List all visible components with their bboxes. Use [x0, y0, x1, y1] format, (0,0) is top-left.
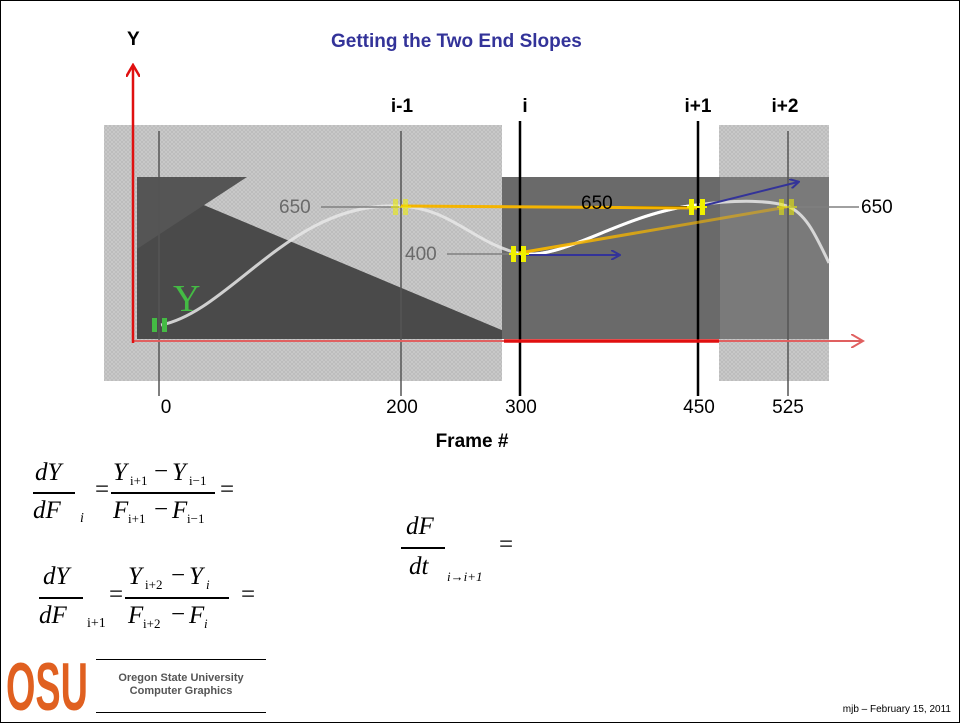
key-marker-525	[777, 199, 797, 215]
eq2-num-b: Y	[189, 563, 203, 590]
eq1-lhs-den: dF	[33, 497, 61, 524]
eq3-equals: =	[499, 531, 514, 558]
eq1-den-a: F	[113, 497, 129, 524]
chord-i-1-to-i+1	[400, 204, 698, 210]
eq2-num-sub2: i	[206, 577, 210, 592]
eq1-den-op: −	[154, 496, 169, 523]
eq1-rhs-bar	[111, 492, 215, 494]
footer-date: mjb – February 15, 2011	[842, 704, 951, 715]
eq2-den-a: F	[128, 602, 144, 629]
eq1-num-op: −	[154, 458, 169, 485]
frame-tick-300: 300	[505, 397, 537, 418]
eq1-num-sub2: i−1	[189, 473, 207, 488]
key-marker-0	[152, 318, 167, 332]
eq2-rhs-bar	[125, 597, 229, 599]
eq1-num-b: Y	[172, 459, 186, 486]
index-label-i+1: i+1	[684, 96, 712, 117]
value-label-650-center: 650	[581, 193, 613, 214]
eq1-den-sub2: i−1	[187, 511, 205, 526]
eq3-num: dF	[406, 513, 434, 540]
footer-university: Oregon State University	[118, 672, 244, 684]
eq2-num-sub1: i+2	[145, 577, 163, 592]
dark-triangle-upper	[137, 177, 247, 249]
key-marker-450	[687, 199, 707, 215]
frame-tick-450: 450	[683, 397, 715, 418]
eq2-lhs-sub: i+1	[87, 616, 106, 631]
eq2-den-b: F	[189, 602, 205, 629]
svg-text:OSU: OSU	[6, 649, 88, 716]
eq2-num-a: Y	[128, 563, 142, 590]
eq1-den-b: F	[172, 497, 188, 524]
eq1-den-sub1: i+1	[128, 511, 146, 526]
university-label-box: Oregon State University Computer Graphic…	[96, 659, 266, 713]
eq2-equals-2: =	[241, 581, 256, 608]
eq1-equals-2: =	[220, 476, 235, 503]
value-label-650-left: 650	[279, 197, 311, 218]
index-label-i-1: i-1	[390, 96, 414, 117]
index-label-i+2: i+2	[771, 96, 799, 117]
eq3-sub: i→i+1	[447, 569, 483, 584]
eq1-lhs-bar	[33, 492, 75, 494]
key-marker-200	[391, 199, 411, 215]
eq2-lhs-num: dY	[43, 563, 70, 590]
chord-i-to-i+2	[518, 205, 788, 255]
slide-title: Getting the Two End Slopes	[331, 31, 582, 52]
tangent-arrow-i+1	[697, 182, 798, 208]
eq2-num-op: −	[171, 562, 186, 589]
x-axis-label: Frame #	[435, 431, 509, 452]
osu-logo: OSU	[5, 646, 90, 722]
eq2-den-sub2: i	[204, 616, 208, 631]
value-label-650-right: 650	[861, 197, 893, 218]
eq2-den-op: −	[171, 601, 186, 628]
eq2-equals-1: =	[109, 581, 124, 608]
osu-logo-letters: OSU	[6, 649, 88, 722]
eq1-equals-1: =	[95, 476, 110, 503]
dark-triangle-lower	[137, 177, 504, 339]
frame-tick-525: 525	[772, 397, 804, 418]
eq3-den: dt	[409, 553, 429, 580]
frame-tick-0: 0	[160, 397, 172, 418]
footer-department: Computer Graphics	[129, 685, 233, 697]
index-label-i: i	[522, 96, 528, 117]
key-marker-300	[509, 246, 529, 262]
eq3-bar	[401, 547, 445, 549]
value-label-400: 400	[405, 244, 437, 265]
eq2-den-sub1: i+2	[143, 616, 161, 631]
eq1-num-a: Y	[113, 459, 127, 486]
frame-tick-200: 200	[386, 397, 418, 418]
eq1-lhs-num: dY	[35, 459, 62, 486]
eq2-lhs-bar	[39, 597, 83, 599]
eq2-lhs-den: dF	[39, 602, 67, 629]
y-axis-label: Y	[127, 29, 140, 50]
eq1-num-sub1: i+1	[130, 473, 148, 488]
eq1-lhs-sub: i	[80, 511, 84, 526]
curve-label: Y	[173, 278, 201, 320]
